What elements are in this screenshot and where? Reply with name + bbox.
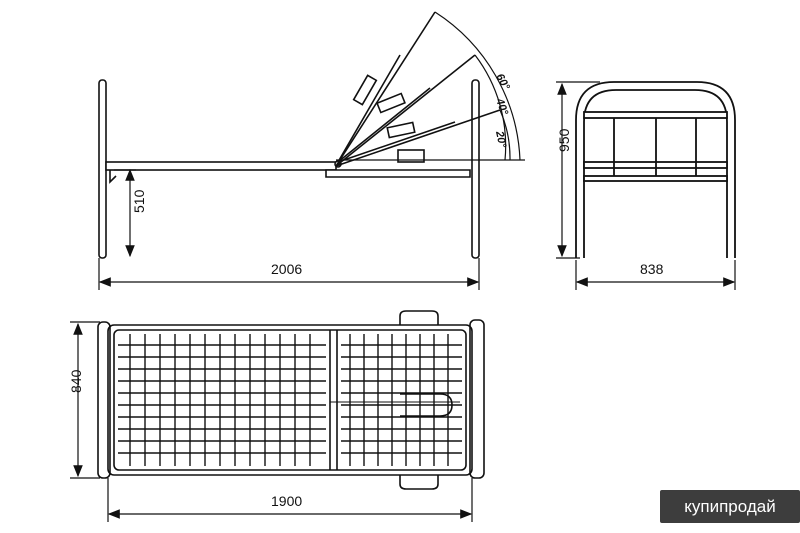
angle-20-label: 20°: [493, 129, 509, 149]
height-950-dimension: [556, 81, 600, 259]
watermark-badge: купипродай: [660, 490, 800, 523]
width-840-dimension: [70, 321, 100, 479]
foot-rail: [325, 169, 471, 178]
angle-40-label: 40°: [493, 96, 511, 117]
angle-60-label: 60°: [493, 72, 512, 93]
headboard-view: [575, 81, 736, 258]
width-838-dimension: [575, 260, 736, 290]
height-510-label: 510: [131, 189, 147, 213]
length-2006-label: 2006: [271, 261, 302, 277]
mattress-mesh-grid: [118, 334, 462, 466]
height-510-dimension: [114, 168, 136, 258]
side-rail: [105, 161, 337, 171]
right-post: [471, 79, 480, 259]
height-950-label: 950: [556, 128, 572, 152]
width-838-label: 838: [640, 261, 664, 277]
backrest-positions: [335, 11, 525, 167]
plan-view: [97, 310, 485, 490]
length-1900-dimension: [107, 478, 473, 522]
length-2006-dimension: [98, 258, 480, 290]
width-840-label: 840: [68, 369, 84, 393]
left-post: [98, 79, 107, 259]
length-1900-label: 1900: [271, 493, 302, 509]
side-view: [98, 11, 525, 259]
